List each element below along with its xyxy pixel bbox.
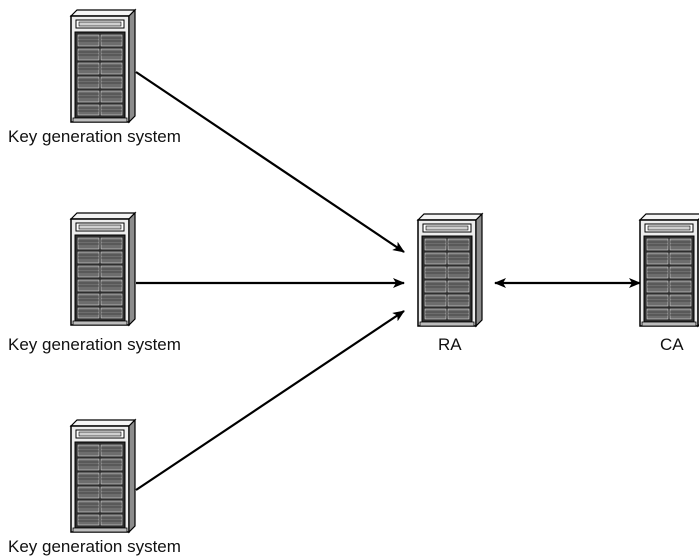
ra-label: RA: [438, 335, 462, 354]
keygen-server-1-icon: [70, 9, 136, 123]
ca-server-icon: [639, 213, 699, 327]
connector-keygen3-to-ra: [135, 310, 405, 491]
keygen-3-label: Key generation system: [8, 537, 181, 556]
ca-label: CA: [660, 335, 684, 354]
connector-keygen1-to-ra: [135, 71, 405, 253]
keygen-server-2-icon: [70, 212, 136, 326]
keygen-2-label: Key generation system: [8, 335, 181, 354]
keygen-server-3-icon: [70, 419, 136, 533]
ra-server-icon: [417, 213, 483, 327]
keygen-1-label: Key generation system: [8, 127, 181, 146]
